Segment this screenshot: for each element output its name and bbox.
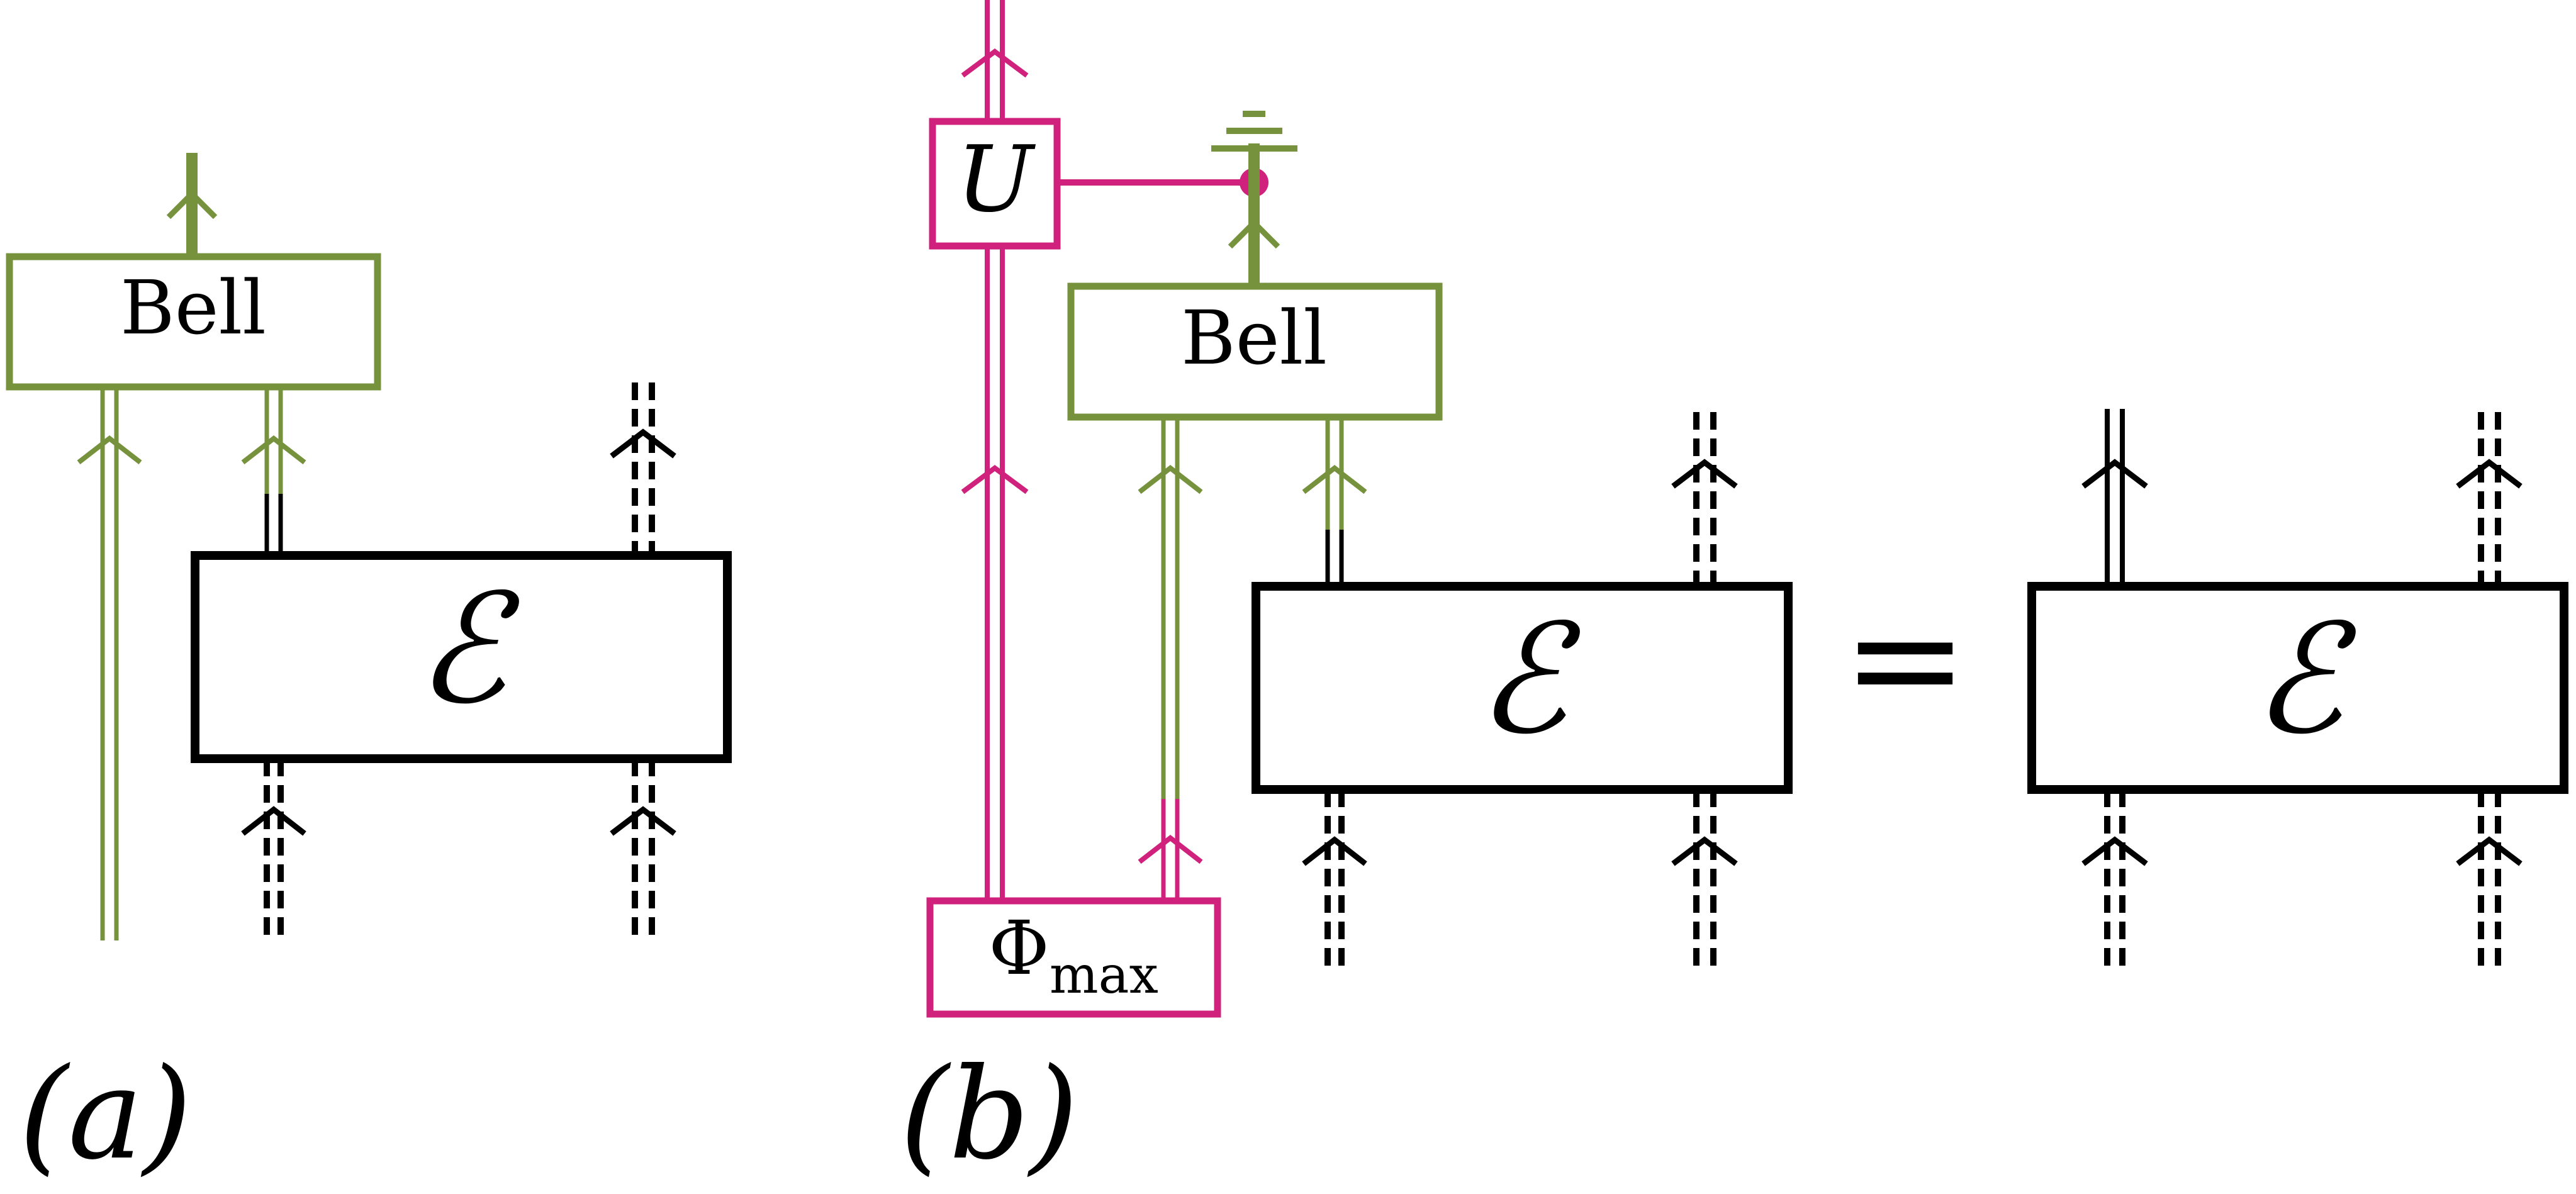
channel-label-a: ℰ [415,561,520,737]
bell-b-right-input-wire [1302,417,1367,586]
panel-label-b: (b) [900,1041,1078,1188]
ground-icon [1211,111,1297,152]
panel-a: Bell ℰ [6,153,732,1188]
channel-box-a: ℰ [191,551,732,763]
bell-a-output-wire [166,153,218,257]
bell-label-a: Bell [120,264,266,351]
panel-label-a: (a) [19,1041,192,1188]
phi-max-box: Φmax [926,897,1221,1018]
bell-label-b: Bell [1181,294,1327,381]
phi-subscript: max [1050,946,1158,1005]
bell-box-a: Bell [6,253,381,391]
equals-sign: = [1842,571,1968,747]
rhs-dashed-output [2456,412,2523,586]
phi-max-label: Φmax [988,905,1158,1005]
channel-b-dashed-input-left [1302,789,1367,972]
channel-label-b: ℰ [1476,591,1581,767]
panel-b: U Bell [900,0,2568,1188]
channel-label-rhs: ℰ [2252,591,2357,767]
unitary-label: U [956,126,1036,233]
channel-a-dashed-output [610,382,676,555]
channel-b-dashed-input-right [1671,789,1738,972]
channel-b-dashed-output [1671,412,1738,586]
rhs-output-wire [2081,409,2148,586]
bell-box-b: Bell [1067,282,1443,421]
channel-a-dashed-input-left [241,759,306,940]
rhs-dashed-input-right [2456,789,2523,972]
rhs-dashed-input-left [2081,789,2148,972]
phi-symbol: Φ [988,905,1050,991]
bell-b-left-input-wire [1138,417,1203,900]
unitary-box: U [929,118,1061,250]
channel-a-dashed-input-right [610,759,676,940]
bell-a-right-input-wire [241,387,306,557]
channel-box-b: ℰ [1252,582,1793,794]
bell-b-output-wire [1211,111,1297,286]
classical-control-line [1057,168,1268,197]
channel-box-rhs: ℰ [2027,582,2568,794]
bell-a-left-input-wire [77,387,142,940]
